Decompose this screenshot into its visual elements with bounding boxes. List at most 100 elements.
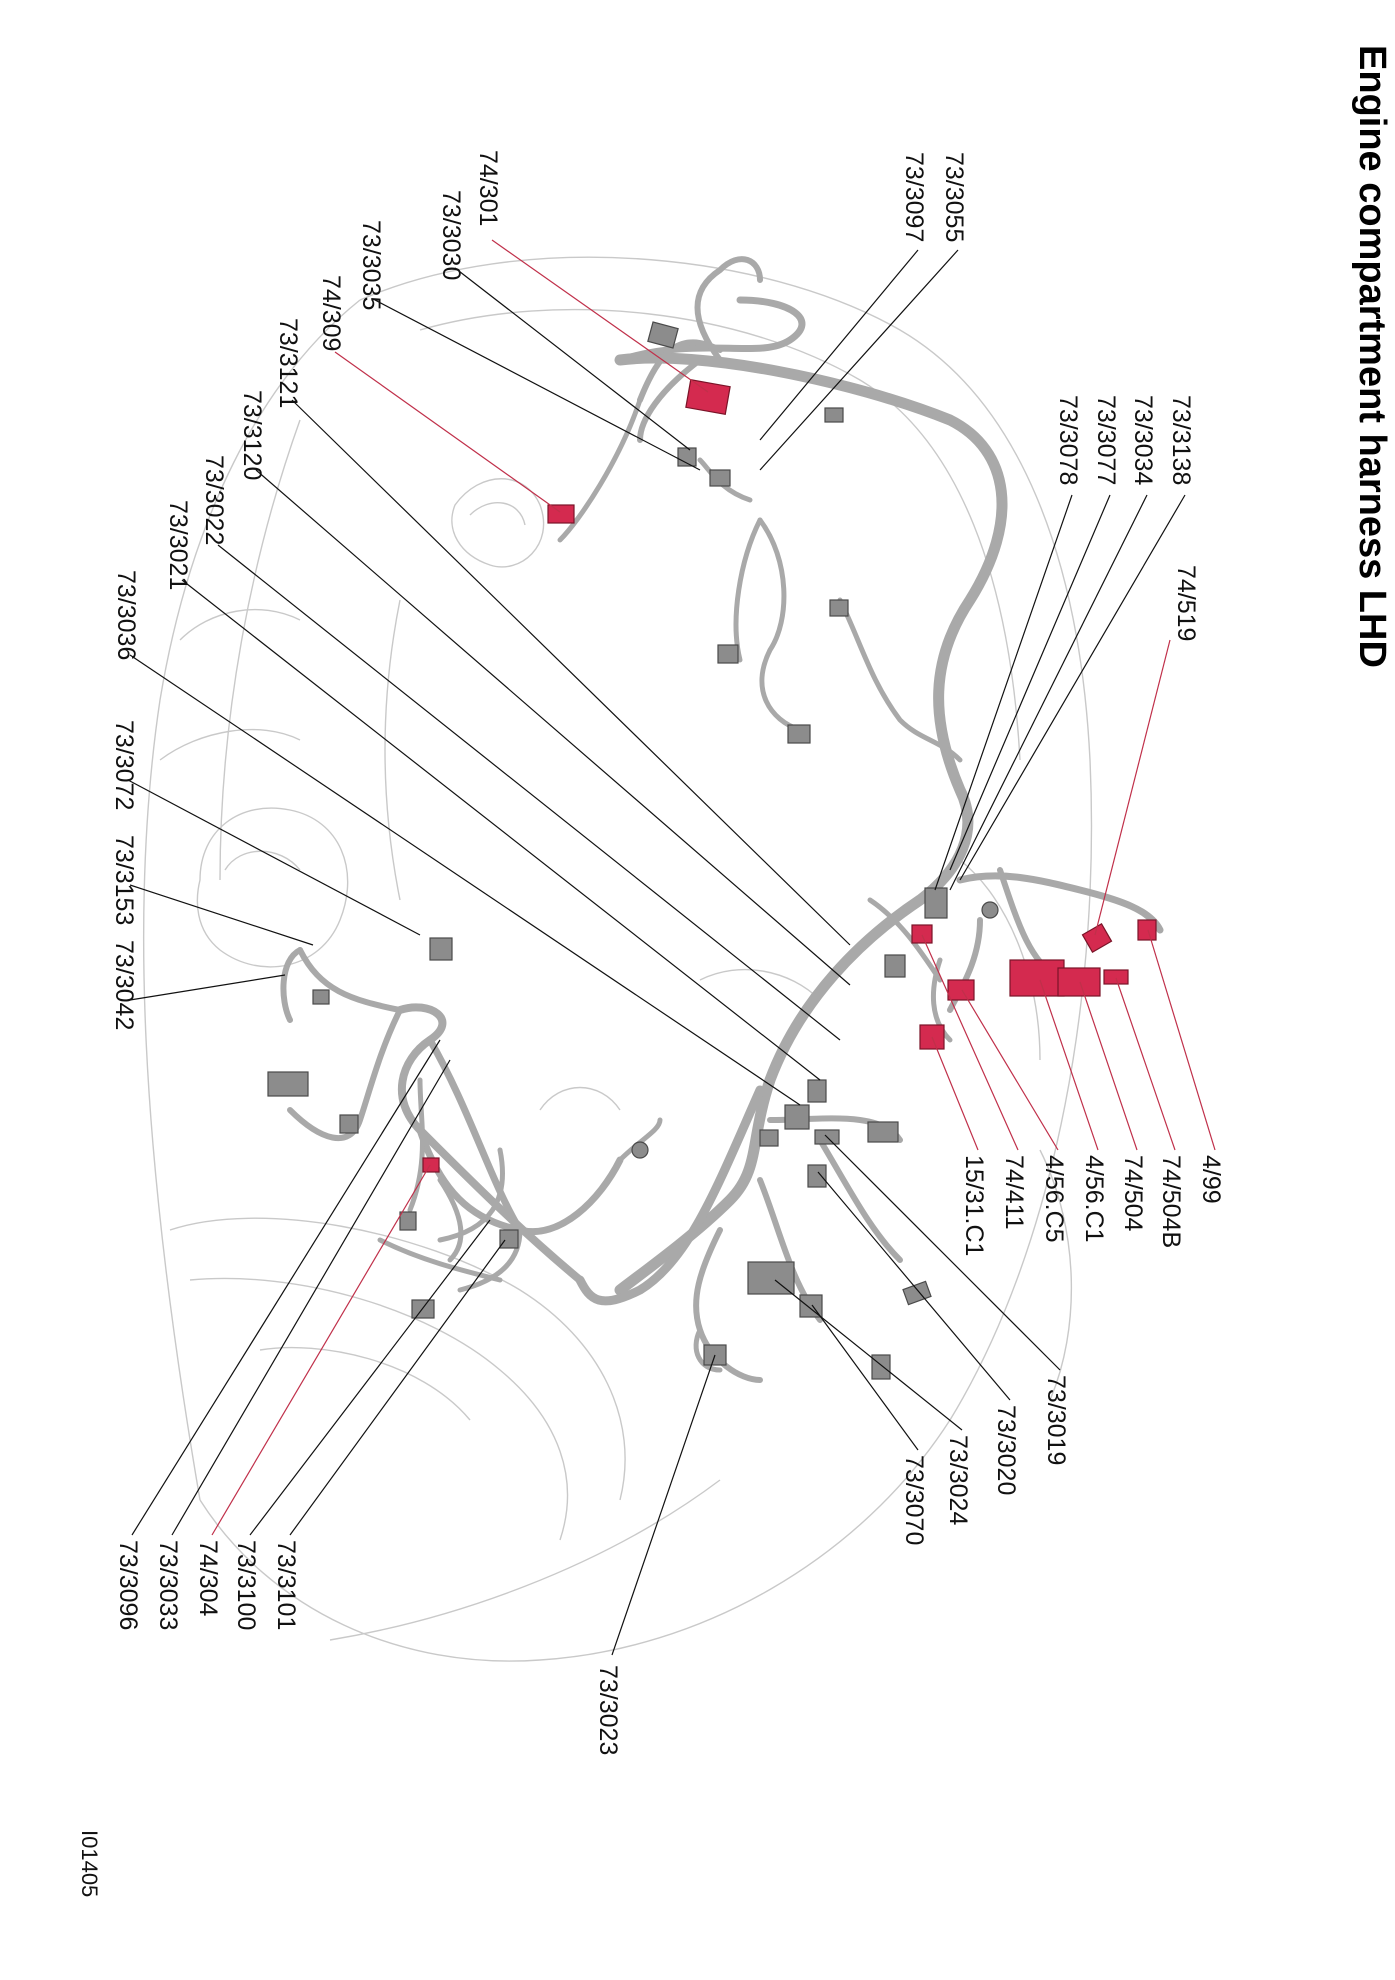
connector (717, 644, 739, 664)
label-73-3019: 73/3019 (1042, 1375, 1070, 1465)
connector-74-301 (685, 379, 731, 415)
label-74-309: 74/309 (317, 275, 345, 351)
label-73-3078: 73/3078 (1054, 395, 1082, 485)
label-73-3030: 73/3030 (437, 190, 465, 280)
label-74-301: 74/301 (474, 150, 502, 226)
leader-73-3034 (949, 494, 1148, 891)
leader-73-3019 (824, 1134, 1061, 1371)
label-15-31-c1: 15/31.C1 (960, 1155, 988, 1256)
connector (647, 321, 679, 349)
leader-73-3042 (129, 974, 286, 1001)
connector-4-99 (1137, 919, 1157, 941)
label-73-3097: 73/3097 (900, 152, 928, 242)
leader-4-99 (1147, 929, 1216, 1151)
label-4-56-c5: 4/56.C5 (1040, 1155, 1068, 1243)
leader-4-56-c1 (1039, 979, 1099, 1151)
connector-74-504b (1103, 969, 1129, 985)
connector (709, 469, 731, 487)
connector (339, 1114, 359, 1134)
label-74-519: 74/519 (1172, 565, 1200, 641)
connector (807, 1079, 827, 1103)
leader-lines (127, 239, 1216, 1656)
label-73-3101: 73/3101 (272, 1540, 300, 1630)
label-73-3077: 73/3077 (1092, 395, 1120, 485)
label-73-3021: 73/3021 (164, 500, 192, 590)
connector-74-504 (1057, 967, 1101, 997)
leader-73-3036 (129, 654, 801, 1106)
label-73-3153: 73/3153 (110, 835, 138, 925)
label-73-3036: 73/3036 (112, 570, 140, 660)
label-73-3072: 73/3072 (110, 720, 138, 810)
connector (784, 1104, 810, 1130)
leader-4-56-c5 (961, 989, 1059, 1151)
connector (924, 887, 948, 919)
label-73-3070: 73/3070 (900, 1455, 928, 1545)
connector-4-56-c1 (1009, 959, 1065, 997)
leader-73-3153 (129, 884, 314, 946)
connector (631, 1141, 649, 1159)
label-74-504: 74/504 (1119, 1155, 1147, 1232)
leader-73-3024 (774, 1279, 963, 1431)
label-73-3120: 73/3120 (238, 390, 266, 480)
leader-73-3100 (249, 1219, 491, 1536)
connector-74-309 (547, 504, 575, 524)
connector (787, 724, 811, 744)
connector-74-304 (422, 1157, 440, 1173)
label-74-411: 74/411 (1000, 1155, 1028, 1230)
leader-73-3055 (759, 249, 959, 471)
connector (867, 1121, 899, 1143)
vehicle-outline (142, 256, 1093, 1662)
label-73-3033: 73/3033 (154, 1540, 182, 1630)
callout-labels: 74/301 73/3030 73/3035 74/309 73/3121 73… (110, 150, 1225, 1755)
connector (499, 1229, 519, 1249)
label-73-3121: 73/3121 (274, 318, 302, 408)
connector (981, 901, 999, 919)
connector (399, 1211, 417, 1231)
leader-73-3096 (131, 1039, 441, 1536)
leader-73-3021 (181, 579, 821, 1081)
leader-74-519 (1094, 639, 1171, 936)
leader-73-3035 (374, 299, 701, 471)
label-4-56-c1: 4/56.C1 (1080, 1155, 1108, 1243)
connector-4-56-c5 (947, 979, 975, 1001)
connector (411, 1299, 435, 1319)
label-4-99: 4/99 (1197, 1155, 1225, 1204)
label-73-3020: 73/3020 (992, 1405, 1020, 1495)
connector (829, 599, 849, 617)
leader-73-3070 (811, 1304, 919, 1451)
label-73-3022: 73/3022 (200, 455, 228, 545)
connector (312, 989, 330, 1005)
connector (759, 1129, 779, 1147)
leader-73-3020 (817, 1171, 1011, 1401)
label-73-3096: 73/3096 (114, 1540, 142, 1630)
connector (267, 1071, 309, 1097)
label-73-3100: 73/3100 (232, 1540, 260, 1630)
leader-74-411 (921, 934, 1019, 1151)
leader-73-3033 (171, 1059, 451, 1536)
leader-73-3022 (217, 544, 841, 1041)
leader-74-301 (491, 239, 709, 393)
label-73-3042: 73/3042 (110, 940, 138, 1030)
leader-73-3077 (949, 494, 1111, 871)
leader-73-3030 (454, 267, 691, 451)
leader-74-504 (1079, 981, 1138, 1151)
label-74-504b: 74/504B (1157, 1155, 1185, 1248)
connector (429, 937, 453, 961)
label-73-3055: 73/3055 (940, 152, 968, 242)
leader-73-3121 (291, 399, 851, 946)
leader-74-304 (211, 1164, 431, 1536)
connector (871, 1354, 891, 1380)
leader-74-504b (1115, 977, 1176, 1151)
figure-id: I01405 (77, 1830, 102, 1897)
leader-15-31-c1 (931, 1036, 979, 1151)
connectors (267, 321, 1157, 1380)
label-74-304: 74/304 (194, 1540, 222, 1617)
leader-73-3101 (289, 1239, 506, 1536)
leader-73-3023 (611, 1354, 716, 1656)
label-73-3034: 73/3034 (1129, 395, 1157, 485)
label-73-3023: 73/3023 (594, 1665, 622, 1755)
label-73-3024: 73/3024 (944, 1435, 972, 1525)
connector (807, 1164, 827, 1188)
label-73-3035: 73/3035 (357, 220, 385, 310)
